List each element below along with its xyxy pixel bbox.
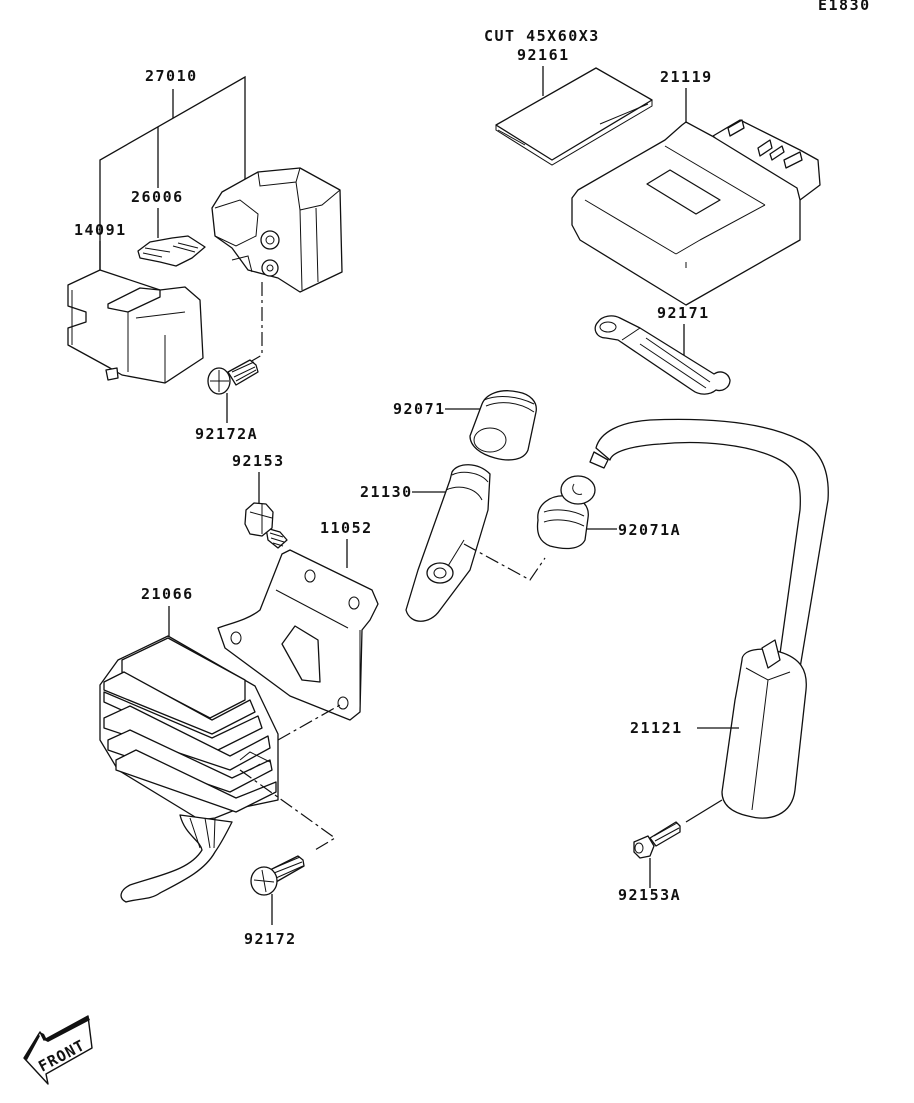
ignition-coil-21121-part xyxy=(589,418,829,819)
ecu-21119-part xyxy=(571,119,821,306)
assembly-line-21130 xyxy=(463,543,546,581)
part-callout-92171[interactable]: 92171 xyxy=(594,304,731,395)
part-callout-92153[interactable]: 92153 xyxy=(232,452,288,549)
part-callout-26006[interactable]: 26006 xyxy=(131,188,206,267)
part-callout-21119[interactable]: 21119 xyxy=(571,68,821,306)
wire-harness-part xyxy=(120,814,233,903)
assembly-line-bracket xyxy=(277,704,341,741)
bracket-11052-part xyxy=(217,549,379,721)
part-callout-92161[interactable]: CUT 45X60X3 92161 xyxy=(484,27,653,166)
part-callout-21121[interactable]: 21121 xyxy=(589,418,829,819)
diagram-code: E1830 xyxy=(818,0,871,14)
cap-92071-part xyxy=(469,390,537,461)
part-callout-92153A[interactable]: 92153A xyxy=(618,799,723,904)
relay-block-part xyxy=(211,167,343,293)
part-label-21066: 21066 xyxy=(141,585,194,603)
part-label-92171: 92171 xyxy=(657,304,710,322)
part-label-11052: 11052 xyxy=(320,519,373,537)
part-callout-27010[interactable]: 27010 xyxy=(99,67,246,282)
part-callout-92071A[interactable]: 92071A xyxy=(536,475,682,550)
part-callout-92071[interactable]: 92071 xyxy=(393,390,537,461)
part-callout-21130[interactable]: 21130 xyxy=(360,464,546,622)
part-label-14091: 14091 xyxy=(74,221,127,239)
part-callout-14091[interactable]: 14091 xyxy=(67,221,204,384)
part-callout-11052[interactable]: 11052 xyxy=(217,519,379,721)
clamp-92171-part xyxy=(594,315,731,395)
part-label-92153A: 92153A xyxy=(618,886,681,904)
bolt-92153 xyxy=(244,502,288,549)
part-callout-92172[interactable]: 92172 xyxy=(244,855,305,948)
part-label-92153: 92153 xyxy=(232,452,285,470)
part-label-21121: 21121 xyxy=(630,719,683,737)
assembly-line-92172A xyxy=(249,282,263,363)
part-callout-21066[interactable]: 21066 xyxy=(99,585,279,903)
bolt-92172A xyxy=(207,359,259,395)
part-note-92161: CUT 45X60X3 xyxy=(484,27,600,45)
part-callout-92172A[interactable]: 92172A xyxy=(195,282,263,443)
part-label-92071: 92071 xyxy=(393,400,446,418)
pad-92161-part xyxy=(495,67,653,166)
leader-27010 xyxy=(99,75,246,282)
front-arrow-icon: FRONT xyxy=(23,1015,93,1085)
regulator-21066-part xyxy=(99,635,279,821)
plug-cap-21130-part xyxy=(405,464,491,622)
fuse-part xyxy=(137,235,206,267)
bolt-92172 xyxy=(250,855,305,896)
part-label-26006: 26006 xyxy=(131,188,184,206)
part-label-27010: 27010 xyxy=(145,67,198,85)
assembly-line-92153A xyxy=(685,799,723,823)
relay-cover-part xyxy=(67,269,204,384)
assembly-line-92172 xyxy=(239,769,337,851)
bolt-92153A-part xyxy=(633,821,681,859)
part-label-92071A: 92071A xyxy=(618,521,681,539)
part-label-92161: 92161 xyxy=(517,46,570,64)
part-label-21119: 21119 xyxy=(660,68,713,86)
part-label-21130: 21130 xyxy=(360,483,413,501)
part-label-92172A: 92172A xyxy=(195,425,258,443)
seal-92071A-part xyxy=(536,475,596,550)
part-label-92172: 92172 xyxy=(244,930,297,948)
